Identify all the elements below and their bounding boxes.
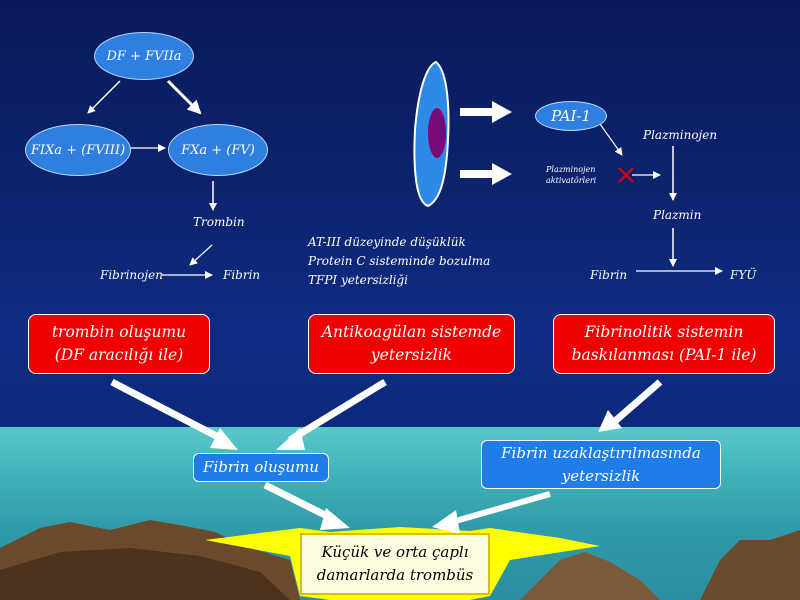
box-fibrin-olusumu: Fibrin oluşumu [193,453,329,482]
arrow-pai1-inhibit [599,123,623,156]
box-fibrin-olusumu-label: Fibrin oluşumu [203,458,319,476]
box-fibrinolitik-line1: Fibrinolitik sistemin [584,323,744,341]
arrow-red3-head [598,410,622,432]
node-pai1-label: PAI-1 [550,107,592,125]
label-plazmin: Plazmin [653,208,702,222]
node-fixa-fviii-label: FIXa + (FVIII) [30,142,126,158]
box-antikoagulan-line1: Antikoagülan sistemde [321,323,502,341]
arrow-df-to-fxa [166,79,202,115]
node-fxa-fv-label: FXa + (FV) [181,142,255,158]
node-df-fviia-label: DF + FVIIa [106,48,182,64]
arrow-red3-to-uzaklastirma [611,379,663,425]
box-fibrin-uzaklastirma: Fibrin uzaklaştırılmasında yetersizlik [481,440,721,489]
label-aktivator-line1: Plazminojen [546,165,596,174]
label-fibrinojen: Fibrinojen [100,268,163,282]
box-result-trombus: Küçük ve orta çaplı damarlarda trombüs [300,533,490,595]
arrow-df-to-fixa [87,80,121,114]
left-rock-shade [0,548,290,600]
arrow-red1-head [210,428,238,450]
arrow-trombin-to-fibrin [189,244,213,266]
node-pai1: PAI-1 [535,101,607,131]
box-trombin-olusumu-line1: trombin oluşumu [51,323,187,341]
note-tfpi: TFPI yetersizliği [308,273,409,287]
label-plazminojen: Plazminojen [643,128,718,142]
box-trombin-olusumu-line2: (DF aracılığı ile) [54,346,184,364]
box-fibrinolitik: Fibrinolitik sistemin baskılanması (PAI-… [553,314,775,374]
arrow-red1-to-fibrin-olusumu [110,378,230,446]
box-trombin-olusumu: trombin oluşumu (DF aracılığı ile) [28,314,210,374]
label-fibrin-left: Fibrin [223,268,261,282]
inhibition-cross-icon [618,167,634,183]
arrow-right-result-head [432,510,460,534]
box-fibrinolitik-line2: baskılanması (PAI-1 ile) [571,346,757,364]
box-result-line2: damarlarda trombüs [316,566,474,584]
arrow-red2-to-fibrin-olusumu [288,379,387,443]
label-trombin: Trombin [193,215,245,229]
right-cliff [700,530,800,600]
box-uzaklastirma-line1: Fibrin uzaklaştırılmasında [501,443,701,462]
box-antikoagulan: Antikoagülan sistemde yetersizlik [308,314,515,374]
label-plazminojen-aktivatorleri: Plazminojen aktivatörleri [546,164,596,186]
note-protein-c: Protein C sisteminde bozulma [308,254,491,268]
clot-icon [428,108,446,158]
box-antikoagulan-line2: yetersizlik [370,346,453,364]
block-arrow-lower-head [492,163,512,185]
anticoagulant-notes: AT-III düzeyinde düşüklük Protein C sist… [308,233,490,290]
arrow-fibrin-olusumu-to-result [263,481,337,524]
arrow-red2-head [276,428,305,450]
block-arrow-upper-head [492,101,512,123]
node-fxa-fv: FXa + (FV) [168,124,268,176]
arrow-left-result-head [320,508,350,530]
node-fixa-fviii: FIXa + (FVIII) [25,124,131,176]
label-fyu: FYÜ [730,268,757,282]
label-aktivator-line2: aktivatörleri [546,176,597,185]
box-uzaklastirma-line2: yetersizlik [561,466,641,485]
box-result-line1: Küçük ve orta çaplı [321,543,469,561]
arrow-uzaklastirma-to-result [451,491,551,525]
note-at3: AT-III düzeyinde düşüklük [308,235,466,249]
label-fibrin-right: Fibrin [590,268,628,282]
right-rock [520,552,660,600]
node-df-fviia: DF + FVIIa [94,32,194,80]
